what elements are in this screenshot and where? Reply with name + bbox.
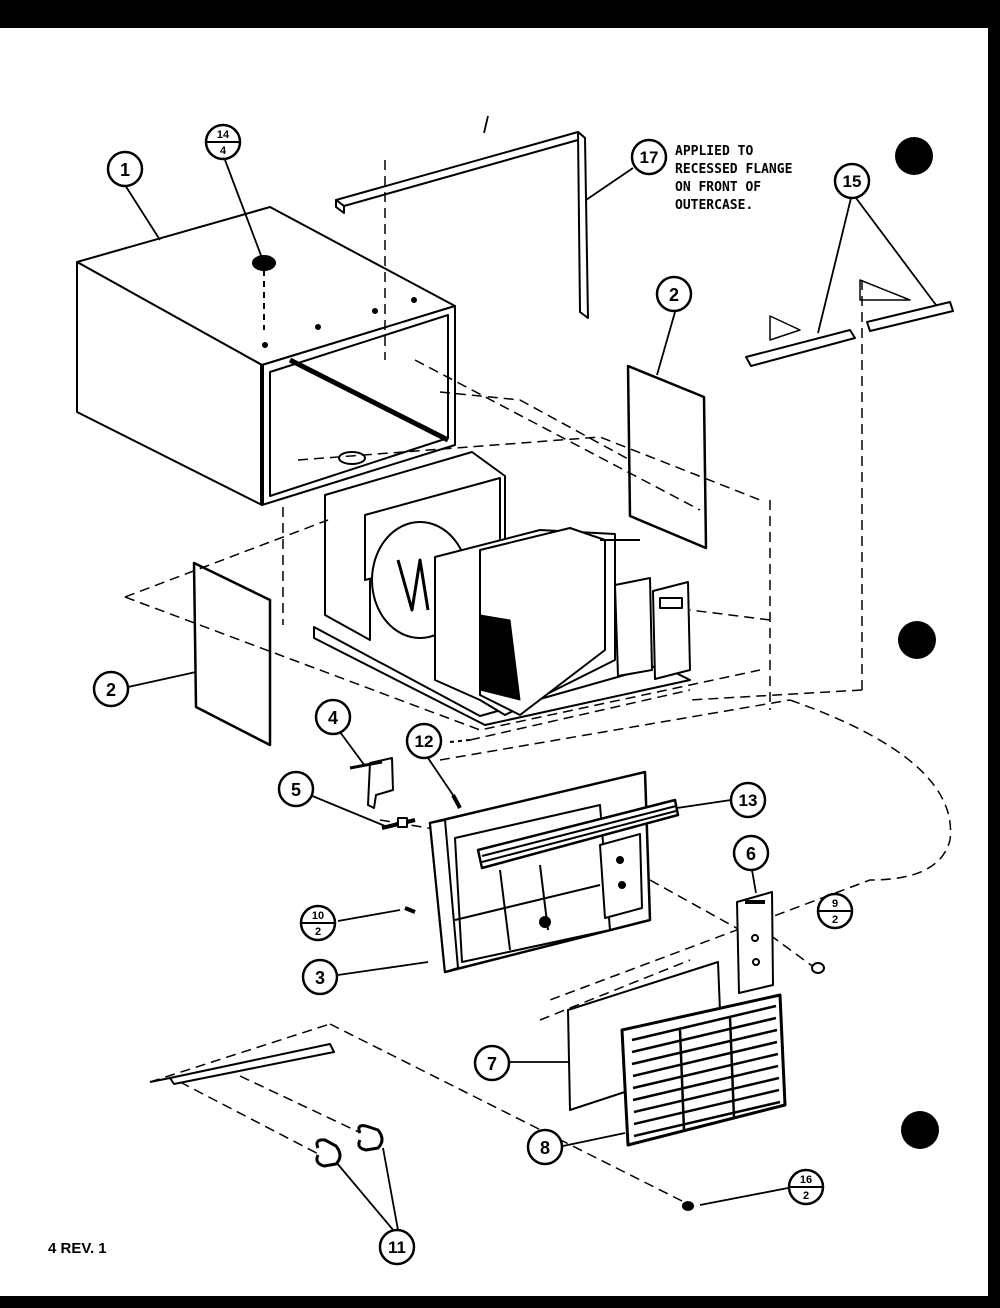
callout-9-top: 9 (832, 898, 838, 910)
part-grille (620, 993, 787, 1147)
note-line-1: APPLIED TO (675, 144, 753, 159)
part-strips-15 (745, 279, 954, 367)
callout-6: 6 (746, 844, 756, 864)
callout-circle-8 (526, 1128, 564, 1166)
callout-circle-12 (405, 722, 443, 760)
binder-holes (895, 137, 939, 1149)
callout-15: 15 (843, 172, 862, 191)
callout-circle-5 (277, 770, 315, 808)
note-line-3: ON FRONT OF (675, 180, 761, 195)
part-rod-clips (149, 1043, 384, 1168)
part-side-panel-right (626, 364, 708, 550)
callout-7: 7 (487, 1054, 497, 1074)
part-plug (252, 255, 276, 330)
binder-hole-middle (898, 621, 936, 659)
callout-circle-4 (314, 698, 352, 736)
callout-circle-3 (301, 958, 339, 996)
callout-11: 11 (388, 1238, 406, 1257)
callout-8: 8 (540, 1138, 550, 1158)
binder-hole-bottom (901, 1111, 939, 1149)
binder-hole-top (895, 137, 933, 175)
screws (381, 739, 471, 914)
callout-2b: 2 (106, 680, 116, 700)
callout-10-top: 10 (312, 910, 324, 922)
part-side-panel-left (192, 561, 272, 747)
note-line-4: OUTERCASE. (675, 198, 753, 213)
callout-14-top: 14 (217, 129, 230, 141)
callout-circles (92, 123, 871, 1266)
part-outer-case (76, 206, 456, 506)
callout-circle-17 (630, 138, 668, 176)
callout-17: 17 (640, 148, 659, 167)
gasket-note: APPLIED TO RECESSED FLANGE ON FRONT OF O… (675, 144, 792, 213)
part-gasket-17 (335, 131, 589, 319)
callout-4: 4 (328, 708, 338, 728)
callout-circle-1 (106, 150, 144, 188)
callout-circle-7 (473, 1044, 511, 1082)
callout-5: 5 (291, 780, 301, 800)
callout-16-top: 16 (800, 1174, 812, 1186)
callout-10-bottom: 2 (315, 926, 321, 938)
part-bracket (349, 757, 394, 809)
callout-circle-15 (833, 162, 871, 200)
callout-3: 3 (315, 968, 325, 988)
part-chassis (313, 451, 691, 726)
callout-1: 1 (120, 160, 130, 180)
assembly-dashed-lines (124, 160, 952, 1206)
callout-circle-2a (655, 275, 693, 313)
callout-9-bottom: 2 (832, 914, 838, 926)
callout-12: 12 (415, 732, 434, 751)
callout-circle-2b (92, 670, 130, 708)
callout-circle-6 (732, 834, 770, 872)
part-grille-screw (682, 1201, 694, 1211)
page-label: 4 REV. 1 (48, 1240, 107, 1257)
callout-13: 13 (739, 791, 758, 810)
part-louver (476, 798, 680, 870)
note-line-2: RECESSED FLANGE (675, 162, 792, 177)
callout-16-bottom: 2 (803, 1190, 809, 1202)
callout-2a: 2 (669, 285, 679, 305)
leader-lines (124, 115, 937, 1232)
callout-circle-11 (378, 1228, 416, 1266)
part-knob (811, 962, 825, 974)
part-control-plate (736, 891, 774, 994)
callout-circle-13 (729, 781, 767, 819)
callout-14-bottom: 4 (220, 145, 227, 157)
